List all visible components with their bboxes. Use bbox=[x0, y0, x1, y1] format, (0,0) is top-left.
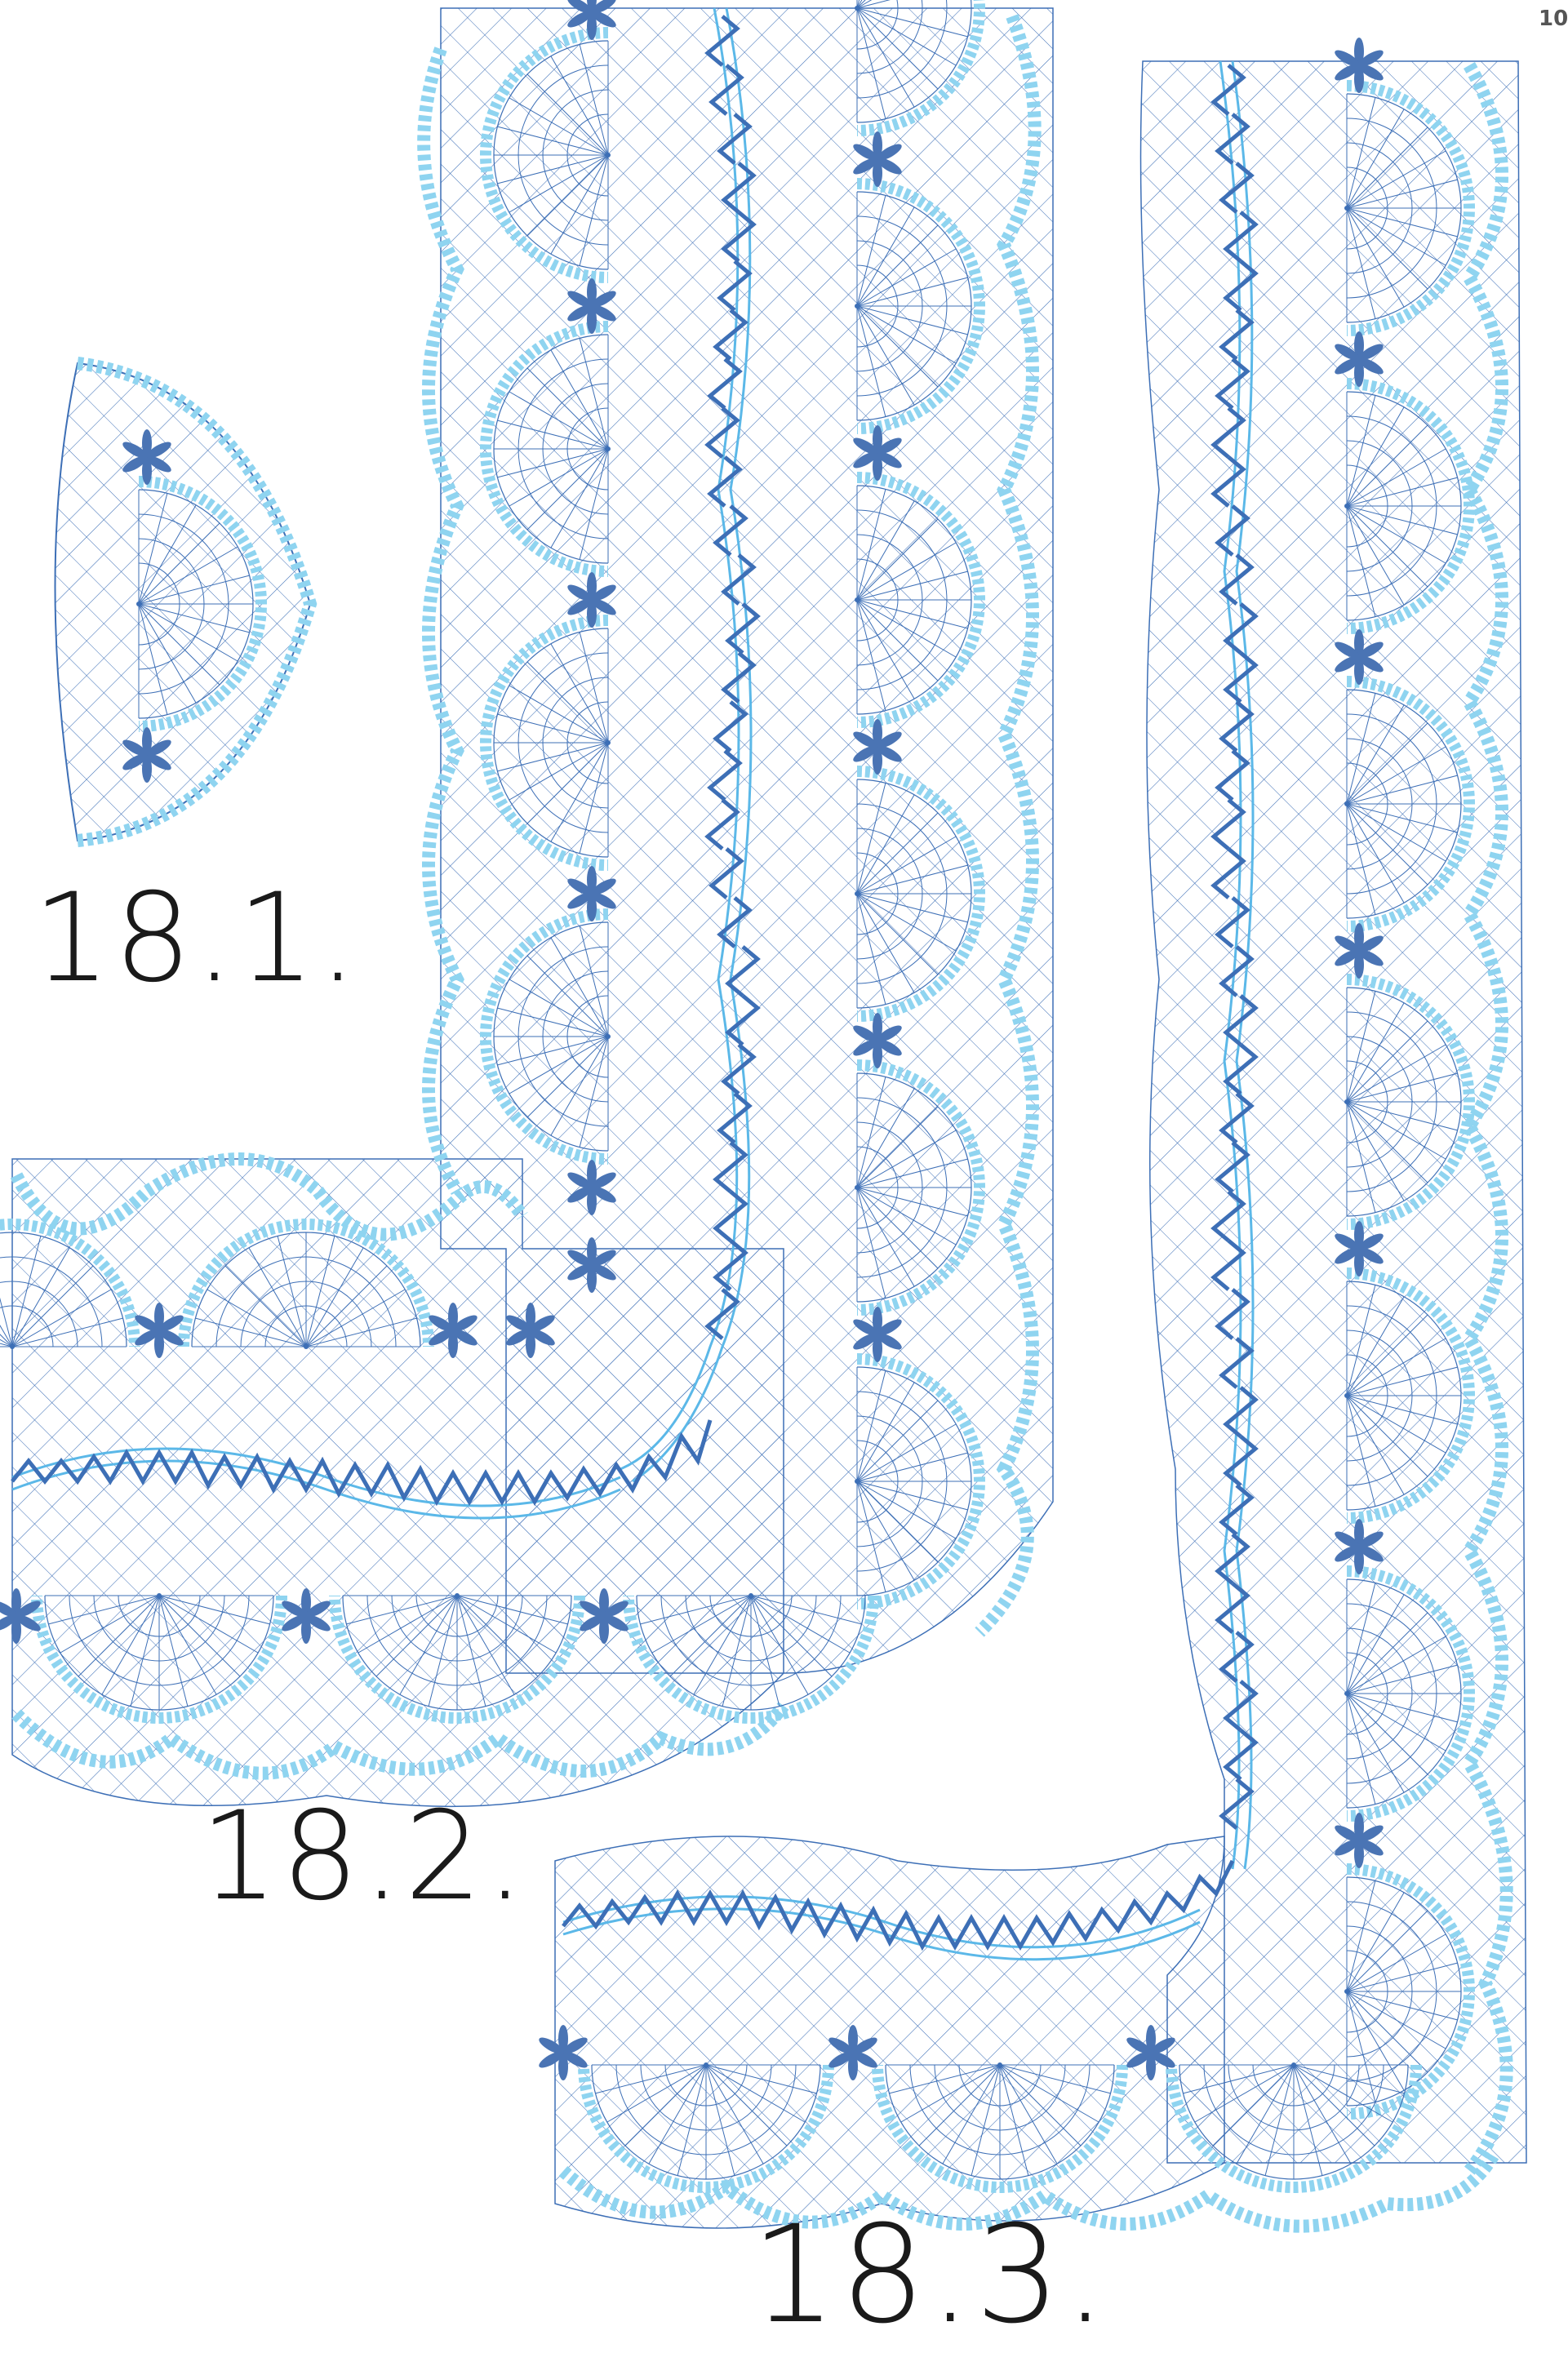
figure-18-1-pattern bbox=[54, 357, 318, 847]
figure-label-18-3: 18.3. bbox=[751, 2196, 1110, 2353]
braid-zigzag-horizontal-18-2 bbox=[11, 1419, 713, 1507]
page-number: 10 bbox=[1539, 7, 1568, 31]
figure-label-18-2: 18.2. bbox=[200, 1786, 528, 1928]
figure-18-3-pattern bbox=[536, 38, 1527, 2233]
figure-label-18-1: 18.1. bbox=[33, 868, 361, 1010]
figure-18-2-pattern bbox=[0, 0, 1054, 1808]
braid-zigzag-horizontal-18-3 bbox=[562, 1859, 1235, 1951]
